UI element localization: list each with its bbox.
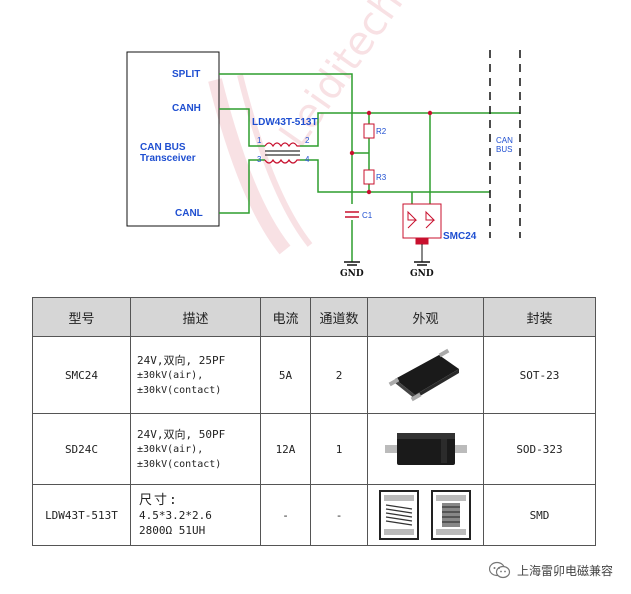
can-bus-schematic: Leiditech SPLIT CANH CAN BUS Transceiver… bbox=[126, 0, 521, 279]
cell-current: 12A bbox=[260, 413, 311, 485]
table-row: SD24C 24V,双向, 50PF ±30kV(air), ±30kV(con… bbox=[32, 413, 596, 485]
sod323-package-icon bbox=[384, 433, 467, 465]
cell-channels: 2 bbox=[310, 336, 368, 414]
r3-label: R3 bbox=[376, 173, 387, 182]
table-header-row: 型号 描述 电流 通道数 外观 封装 bbox=[32, 297, 596, 337]
choke-pin-2: 2 bbox=[305, 136, 310, 145]
desc-line: ±30kV(air), bbox=[137, 369, 204, 381]
header-appearance: 外观 bbox=[367, 297, 484, 337]
ground-symbol-2 bbox=[414, 261, 430, 266]
watermark-text: 上海雷卯电磁兼容 bbox=[516, 563, 613, 578]
desc-line: ±30kV(contact) bbox=[137, 458, 222, 470]
desc-line: 24V,双向, 25PF bbox=[137, 353, 226, 367]
r2-label: R2 bbox=[376, 127, 387, 136]
cell-channels: - bbox=[310, 484, 368, 546]
header-model: 型号 bbox=[32, 297, 131, 337]
cell-model: LDW43T-513T bbox=[32, 484, 131, 546]
desc-line: 4.5*3.2*2.6 bbox=[139, 508, 212, 522]
can-bus-lines bbox=[489, 50, 521, 238]
cell-channels: 1 bbox=[310, 413, 368, 485]
cell-package: SOD-323 bbox=[483, 413, 596, 485]
table-row: LDW43T-513T 尺寸: 4.5*3.2*2.6 2800Ω 51UH -… bbox=[32, 484, 596, 546]
choke-pin-4: 4 bbox=[305, 155, 310, 164]
cell-model: SD24C bbox=[32, 413, 131, 485]
capacitor-c1 bbox=[345, 211, 359, 218]
svg-text:Leiditech: Leiditech bbox=[271, 0, 413, 156]
cell-appearance bbox=[367, 413, 484, 485]
choke-part-label: LDW43T-513T bbox=[252, 117, 318, 128]
transceiver-label-1: CAN BUS bbox=[140, 142, 186, 153]
tvs-label: SMC24 bbox=[443, 231, 477, 242]
cell-description: 尺寸: 4.5*3.2*2.6 2800Ω 51UH bbox=[130, 484, 261, 546]
watermark: 上海雷卯电磁兼容 bbox=[488, 560, 613, 580]
transceiver-box bbox=[126, 51, 220, 227]
cell-appearance bbox=[367, 336, 484, 414]
header-description: 描述 bbox=[130, 297, 261, 337]
c1-label: C1 bbox=[362, 211, 373, 220]
cell-description: 24V,双向, 25PF ±30kV(air), ±30kV(contact) bbox=[130, 336, 261, 414]
ground-symbol-1 bbox=[344, 261, 360, 266]
junction-nodes bbox=[349, 110, 433, 195]
desc-line: 2800Ω 51UH bbox=[139, 523, 206, 537]
cell-model: SMC24 bbox=[32, 336, 131, 414]
gnd-label-1: GND bbox=[340, 269, 364, 279]
desc-line: 尺寸: bbox=[139, 492, 179, 508]
desc-line: ±30kV(air), bbox=[137, 443, 204, 455]
common-mode-choke-icon bbox=[378, 490, 471, 540]
cell-package: SMD bbox=[483, 484, 596, 546]
transceiver-label-2: Transceiver bbox=[140, 153, 196, 164]
cell-current: 5A bbox=[260, 336, 311, 414]
cell-appearance bbox=[367, 484, 484, 546]
wires bbox=[219, 73, 520, 262]
common-mode-choke bbox=[264, 142, 300, 164]
desc-line: ±30kV(contact) bbox=[137, 384, 222, 396]
pin-canl-label: CANL bbox=[175, 208, 203, 219]
wechat-icon bbox=[488, 561, 511, 579]
sot23-package-icon bbox=[388, 348, 459, 402]
header-channels: 通道数 bbox=[310, 297, 368, 337]
tvs-smc24 bbox=[402, 203, 442, 245]
resistor-r3 bbox=[363, 169, 375, 185]
bus-label-1: CAN bbox=[496, 136, 513, 145]
gnd-label-2: GND bbox=[410, 269, 434, 279]
resistor-r2 bbox=[363, 123, 375, 139]
cell-description: 24V,双向, 50PF ±30kV(air), ±30kV(contact) bbox=[130, 413, 261, 485]
pin-canh-label: CANH bbox=[172, 103, 201, 114]
cell-package: SOT-23 bbox=[483, 336, 596, 414]
bus-label-2: BUS bbox=[496, 145, 512, 154]
desc-line: 24V,双向, 50PF bbox=[137, 427, 226, 441]
parts-table: 型号 描述 电流 通道数 外观 封装 SMC24 24V,双向, 25PF ±3… bbox=[32, 297, 596, 546]
table-row: SMC24 24V,双向, 25PF ±30kV(air), ±30kV(con… bbox=[32, 336, 596, 414]
choke-pin-1: 1 bbox=[257, 136, 262, 145]
cell-current: - bbox=[260, 484, 311, 546]
header-current: 电流 bbox=[260, 297, 311, 337]
pin-split-label: SPLIT bbox=[172, 69, 200, 80]
choke-pin-3: 3 bbox=[257, 155, 262, 164]
header-package: 封装 bbox=[483, 297, 596, 337]
